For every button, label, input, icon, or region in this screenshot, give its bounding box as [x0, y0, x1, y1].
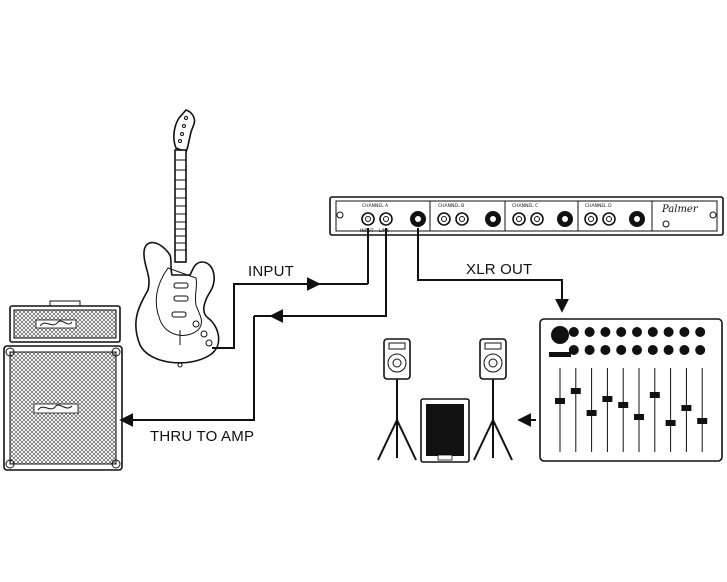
- mixer-knob: [695, 345, 706, 355]
- mixer-knob: [600, 345, 611, 355]
- mixer-fader-cap: [634, 414, 644, 420]
- mixer-knob: [584, 345, 595, 355]
- rack-channel-c: CHANNEL C: [512, 203, 573, 227]
- mixer-fader-cap: [570, 388, 581, 394]
- mixer-fader-cap: [649, 392, 660, 398]
- subwoofer-icon: [420, 398, 470, 463]
- speaker-on-stand-icon: [377, 338, 417, 461]
- rack-channel-b: CHANNEL B: [437, 203, 501, 227]
- mixer-knob: [663, 345, 674, 355]
- rack-brand-logo: Palmer: [661, 204, 699, 215]
- channel-label: CHANNEL D: [585, 203, 612, 209]
- mixer-knob: [632, 345, 642, 355]
- mixer-fader-cap: [697, 418, 708, 424]
- mixer-knob: [679, 327, 690, 337]
- cable-link-to-amp: [119, 228, 387, 427]
- guitar-amp-stack-icon: [3, 300, 123, 471]
- mixer-knob: [568, 345, 579, 355]
- cable-xlr-out: [417, 228, 569, 313]
- mixer-fader-cap: [586, 410, 597, 416]
- rack-channel-a: CHANNEL A INPUT LINK: [360, 203, 426, 234]
- mixer-knob: [584, 327, 595, 337]
- channel-label: CHANNEL A: [362, 203, 389, 209]
- di-box-rack-icon: CHANNEL A INPUT LINK CHANNEL B CHANNEL C…: [329, 196, 724, 236]
- label-input: INPUT: [248, 263, 294, 280]
- label-xlr-out: XLR OUT: [466, 261, 532, 278]
- mixer-fader-cap: [681, 405, 692, 411]
- jack-label-input: INPUT: [360, 228, 374, 234]
- mixer-knob: [616, 345, 627, 355]
- label-thru-to-amp: THRU TO AMP: [150, 428, 254, 445]
- cable-input: [212, 228, 369, 349]
- channel-label: CHANNEL C: [512, 203, 538, 209]
- speaker-on-stand-icon: [473, 338, 513, 461]
- mixing-console-icon: [539, 318, 723, 462]
- mixer-fader-cap: [618, 402, 629, 408]
- mixer-knob: [679, 345, 690, 355]
- mixer-knob: [616, 327, 627, 337]
- jack-label-link: LINK: [379, 228, 390, 234]
- mixer-knob: [600, 327, 611, 337]
- mixer-knob: [695, 327, 706, 337]
- mixer-knob: [647, 327, 658, 337]
- mixer-fader-cap: [602, 396, 613, 402]
- mixer-knob: [632, 327, 642, 337]
- channel-label: CHANNEL B: [438, 203, 464, 209]
- mixer-knob: [647, 345, 658, 355]
- mixer-fader-cap: [555, 398, 565, 404]
- rack-channel-d: CHANNEL D: [584, 203, 645, 227]
- mixer-knob: [568, 327, 579, 337]
- mixer-fader-cap: [665, 420, 676, 426]
- mixer-knob: [663, 327, 674, 337]
- electric-guitar-icon: [135, 109, 220, 368]
